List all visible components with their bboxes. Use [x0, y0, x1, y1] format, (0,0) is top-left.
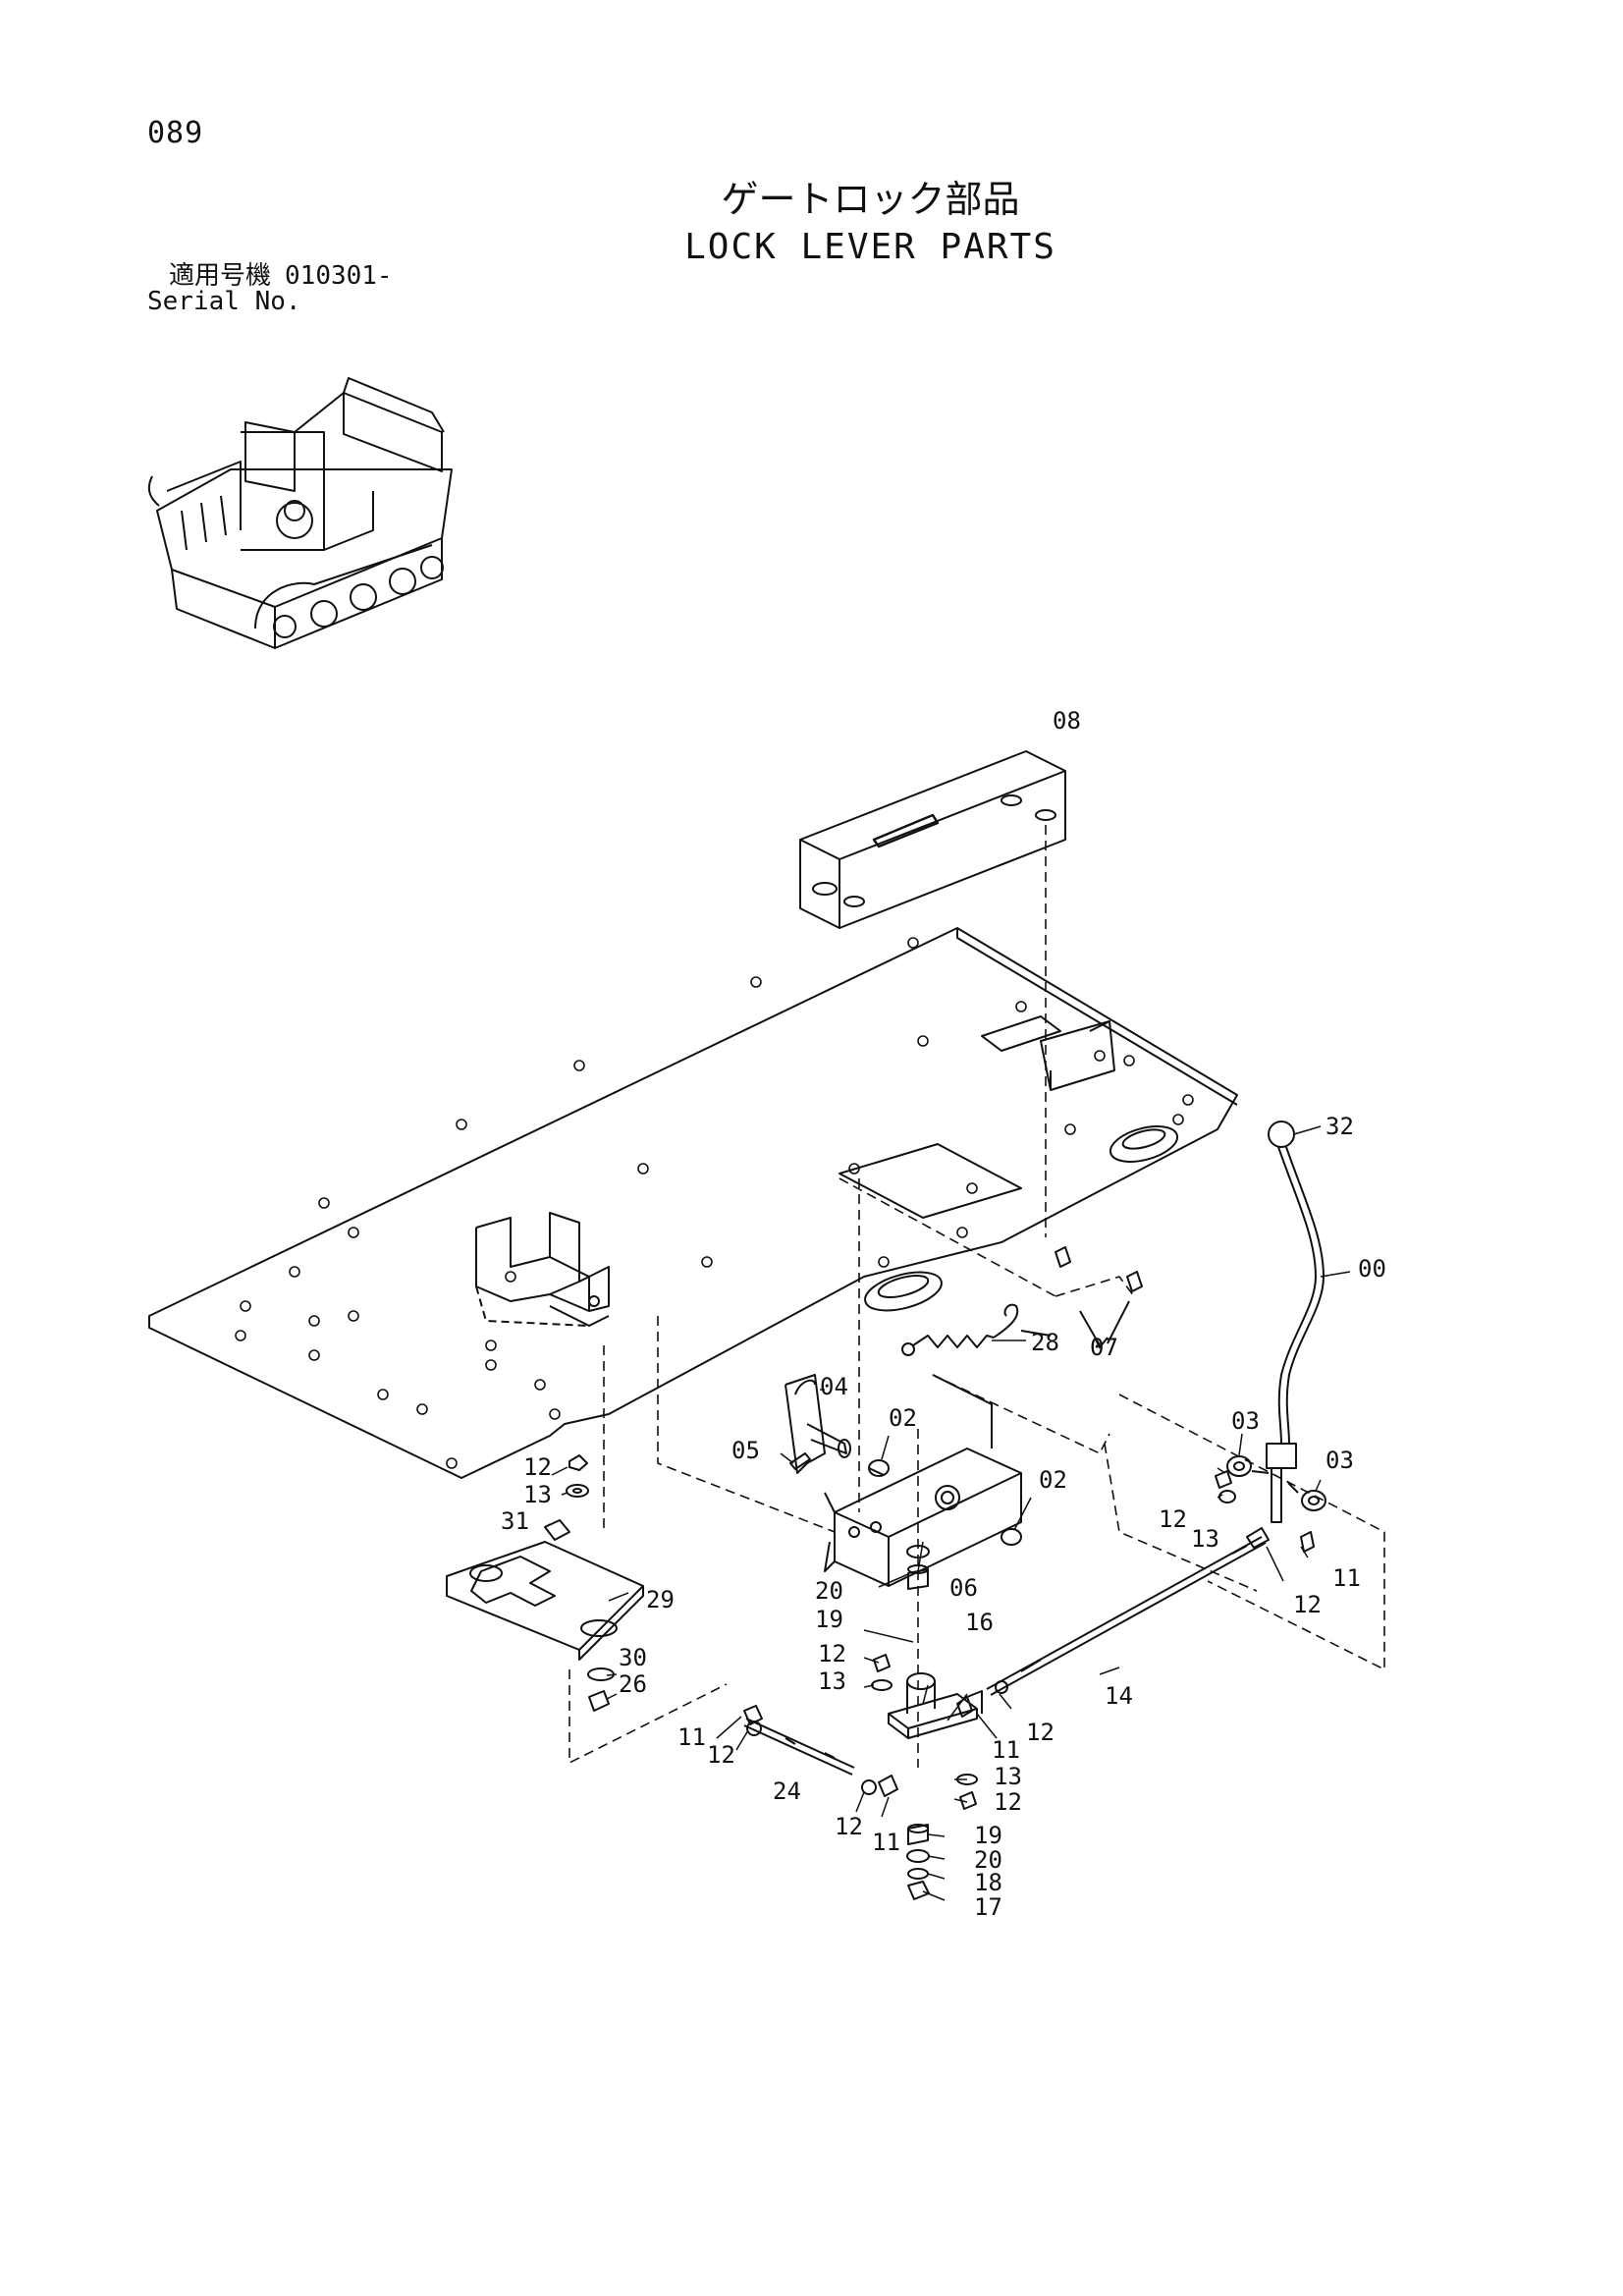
serial-block: 適用号機 010301- Serial No. [147, 263, 393, 314]
part-callouts: 08 32 00 07 28 04 02 05 02 06 03 03 12 1… [501, 707, 1386, 1921]
callout-16: 16 [965, 1609, 994, 1636]
callout-02-right: 02 [1039, 1466, 1067, 1494]
callout-28: 28 [1031, 1329, 1059, 1356]
callout-12-lever: 12 [1159, 1505, 1187, 1533]
part-29-plate [446, 1541, 644, 1661]
machine-thumbnail [147, 377, 453, 649]
callout-12-rod: 12 [1293, 1591, 1322, 1618]
part-16-arm [888, 1672, 983, 1739]
callout-11-left: 11 [677, 1723, 706, 1751]
callout-11-bottom: 11 [872, 1829, 900, 1856]
callout-13-mid: 13 [818, 1667, 846, 1695]
title-japanese: ゲートロック部品 [721, 178, 1020, 221]
callout-19-bottom: 19 [974, 1822, 1002, 1849]
title-block: ゲートロック部品 LOCK LEVER PARTS [0, 169, 1623, 267]
callout-12-left: 12 [523, 1453, 552, 1481]
callout-12-bottom: 12 [835, 1813, 863, 1840]
callout-12-arm: 12 [1026, 1719, 1055, 1746]
part-05-pin [789, 1452, 811, 1470]
callout-06: 06 [949, 1574, 978, 1602]
callout-24: 24 [773, 1777, 801, 1805]
callout-03-left: 03 [1231, 1407, 1260, 1435]
part-08-box [799, 750, 1066, 929]
part-06-housing [824, 1374, 1022, 1587]
callout-31: 31 [501, 1507, 529, 1535]
cover-plate-right [1109, 1125, 1179, 1163]
callout-12-left-rod: 12 [707, 1741, 735, 1769]
callout-17: 17 [974, 1893, 1002, 1921]
callout-18: 18 [974, 1869, 1002, 1896]
callout-30: 30 [619, 1644, 647, 1671]
callout-11-rod: 11 [1332, 1564, 1361, 1592]
floor-plate-holes [235, 937, 1194, 1469]
callout-12-mid: 12 [818, 1640, 846, 1667]
callout-20-top: 20 [815, 1577, 843, 1605]
callout-03-right: 03 [1325, 1447, 1354, 1474]
page-number: 089 [147, 116, 204, 150]
part-00-lever [1266, 1121, 1325, 1523]
cover-plate-left [864, 1271, 943, 1312]
hardware-small-parts [544, 1454, 1270, 1900]
callout-13-left: 13 [523, 1481, 552, 1508]
mount-bracket [475, 1212, 610, 1327]
callout-14: 14 [1105, 1682, 1133, 1710]
serial-label-en: Serial No. [147, 287, 301, 316]
callout-04: 04 [820, 1373, 848, 1400]
callout-02-top: 02 [889, 1404, 917, 1432]
part-02-bushings [868, 1459, 1022, 1546]
serial-value: 010301- [285, 261, 393, 291]
serial-label-jp: 適用号機 [169, 261, 272, 291]
floor-opening [839, 1143, 1022, 1219]
floor-plate [148, 927, 1238, 1479]
floor-cutout [981, 1015, 1061, 1052]
part-07-bolts [1055, 1246, 1143, 1348]
callout-29: 29 [646, 1586, 675, 1613]
callout-00: 00 [1358, 1255, 1386, 1283]
callout-12-stack: 12 [994, 1788, 1022, 1816]
callout-32: 32 [1325, 1113, 1354, 1140]
callout-19-top: 19 [815, 1606, 843, 1633]
part-28-spring [901, 1303, 1052, 1356]
leader-lines [544, 1125, 1351, 1901]
title-english: LOCK LEVER PARTS [684, 227, 1056, 267]
callout-13-lever: 13 [1191, 1525, 1219, 1553]
part-14-rod [986, 1536, 1267, 1696]
callout-05: 05 [731, 1437, 760, 1464]
callout-08: 08 [1053, 707, 1081, 735]
callout-11-arm: 11 [992, 1736, 1020, 1764]
part-03-washers [1226, 1455, 1326, 1553]
callout-26: 26 [619, 1670, 647, 1698]
callout-13-stack: 13 [994, 1763, 1022, 1790]
callout-07: 07 [1090, 1334, 1118, 1361]
part-24-rod [743, 1718, 855, 1776]
callout-20-bottom: 20 [974, 1846, 1002, 1874]
part-04-pin [784, 1374, 851, 1474]
